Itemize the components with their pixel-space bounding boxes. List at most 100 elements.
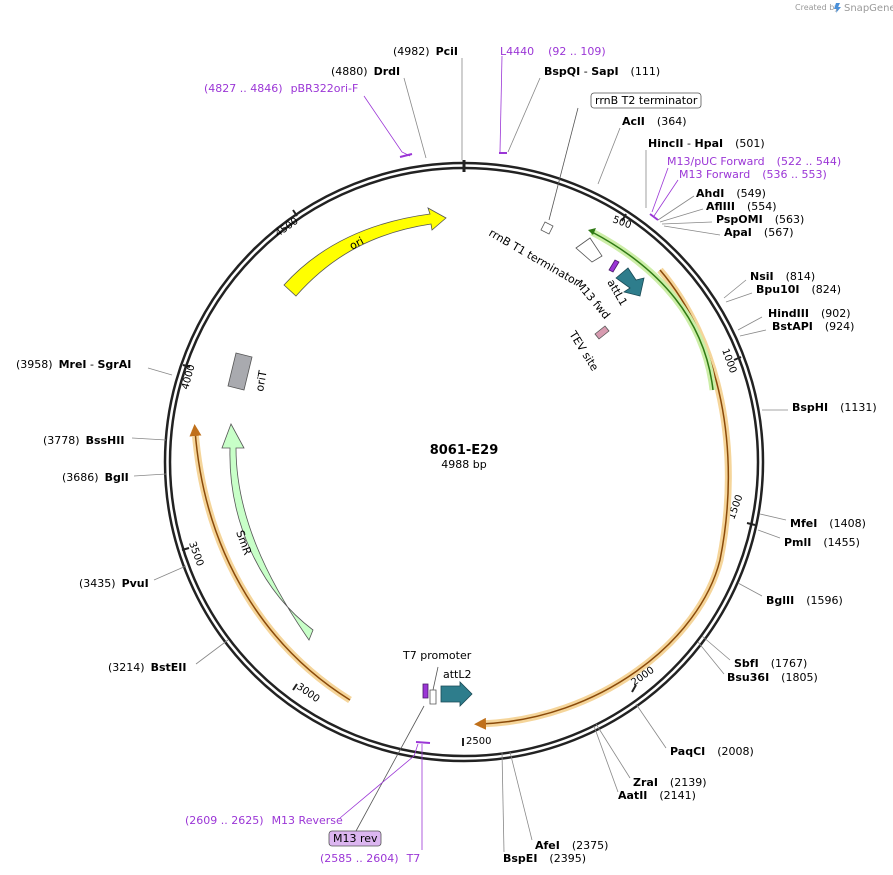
tick-label-2500: 2500: [466, 736, 491, 747]
site-mrei-sgrai[interactable]: (3958)MreI - SgrAI: [16, 358, 131, 371]
leader-paqci: [635, 703, 667, 749]
leader-afliii: [659, 208, 704, 223]
credit-brand: SnapGene: [844, 3, 893, 14]
site-apai[interactable]: ApaI(567): [724, 226, 794, 239]
tick-mark: [733, 356, 742, 361]
rrnb-t2-box: [590, 92, 702, 109]
site-mfei[interactable]: MfeI(1408): [790, 517, 866, 530]
leader-l4440: [499, 55, 503, 153]
site-bglii[interactable]: BglII(1596): [766, 594, 843, 607]
tick-mark: [181, 547, 190, 551]
green-feature-right[interactable]: [588, 228, 717, 391]
leader-bsteii: [195, 639, 229, 665]
site-pspomi[interactable]: PspOMI(563): [716, 213, 804, 226]
leader-apai: [663, 225, 721, 236]
leader-bspei: [501, 751, 505, 853]
tick-label-4500: 4500: [273, 216, 300, 240]
tick-mark: [292, 209, 298, 217]
leader-mrei: [147, 367, 173, 376]
site-bspqi-sapi[interactable]: BspQI - SapI(111): [544, 65, 660, 78]
attl2-label: attL2: [443, 668, 472, 681]
m13-rev-label: M13 rev: [333, 832, 378, 845]
plasmid-length: 4988 bp: [441, 458, 486, 471]
attl1-feature[interactable]: attL1: [604, 267, 645, 308]
rrnb-t2-label: rrnB T2 terminator: [595, 94, 698, 107]
attl2-feature[interactable]: attL2: [440, 668, 473, 707]
site-acli[interactable]: AclI(364): [622, 115, 687, 128]
primer-pbr322ori-f[interactable]: (4827 .. 4846)pBR322ori-F: [204, 82, 358, 95]
site-ahdi[interactable]: AhdI(549): [696, 187, 766, 200]
ori-feature[interactable]: ori: [283, 207, 447, 297]
t7-promoter-feature[interactable]: T7 promoter: [402, 649, 472, 705]
primer-m13-forward[interactable]: M13 Forward(536 .. 553): [679, 168, 827, 181]
orange-feature-left[interactable]: [189, 424, 352, 703]
site-bsu36i[interactable]: Bsu36I(1805): [727, 671, 818, 684]
plasmid-name: 8061-E29: [430, 443, 499, 458]
site-hindiii[interactable]: HindIII(902): [768, 307, 851, 320]
site-aatii[interactable]: AatII(2141): [618, 789, 696, 802]
site-paqci[interactable]: PaqCI(2008): [670, 745, 754, 758]
site-afliii[interactable]: AflIII(554): [706, 200, 777, 213]
rrnb-t2-feature[interactable]: [540, 107, 579, 235]
leader-ahdi: [657, 195, 695, 221]
site-bsteii[interactable]: (3214)BstEII: [108, 661, 186, 674]
ticks: [181, 209, 756, 746]
m13-rev-leader: [355, 705, 425, 832]
leader-drdi: [403, 77, 427, 159]
credit-prefix: Created by: [795, 3, 839, 12]
site-nsii[interactable]: NsiI(814): [750, 270, 815, 283]
primer-mark-rev: [415, 741, 431, 744]
leader-bspqi: [507, 77, 541, 153]
primer-m13-reverse[interactable]: (2609 .. 2625)M13 Reverse: [185, 814, 343, 827]
leader-mfei: [759, 513, 787, 521]
site-afei[interactable]: AfeI(2375): [535, 839, 608, 852]
site-bsphi[interactable]: BspHI(1131): [792, 401, 877, 414]
leader-nsii: [723, 279, 747, 299]
smr-feature[interactable]: SmR: [221, 423, 314, 641]
leader-pmli: [757, 529, 781, 539]
tev-feature[interactable]: TEV site: [566, 325, 610, 374]
leader-pspomi: [661, 221, 713, 225]
primer-leaders: [339, 55, 679, 850]
site-sbfi[interactable]: SbfI(1767): [734, 657, 807, 670]
site-bsshii[interactable]: (3778)BssHII: [43, 434, 124, 447]
primer-m13-puc-forward[interactable]: M13/pUC Forward(522 .. 544): [667, 155, 841, 168]
site-bpu10i[interactable]: Bpu10I(824): [756, 283, 841, 296]
leader-aatii: [593, 725, 619, 793]
site-bspei[interactable]: BspEI(2395): [503, 852, 586, 865]
site-hincii-hpai[interactable]: HincII - HpaI(501): [648, 137, 765, 150]
leader-m13-forward: [653, 179, 679, 217]
m13-rev-feature[interactable]: [422, 683, 429, 699]
orit-label: oriT: [253, 369, 270, 392]
tick-label-3000: 3000: [294, 681, 321, 705]
leader-m13-reverse: [339, 743, 419, 819]
site-bstapi[interactable]: BstAPI(924): [772, 320, 854, 333]
leader-m13-puc: [651, 167, 669, 213]
leader-bsshii: [131, 437, 167, 441]
site-drdi[interactable]: (4880)DrdI: [331, 65, 400, 78]
leader-bglii: [737, 582, 763, 597]
site-bgli[interactable]: (3686)BglI: [62, 471, 129, 484]
tick-mark: [292, 683, 298, 691]
site-pcii[interactable]: (4982)PciI: [393, 45, 458, 58]
site-pmli[interactable]: PmlI(1455): [784, 536, 860, 549]
tick-mark: [746, 522, 756, 526]
leader-acli: [597, 127, 621, 185]
leader-pbr322ori: [363, 95, 411, 157]
leader-bpu10i: [725, 292, 753, 303]
primer-l4440[interactable]: L4440(92 .. 109): [500, 45, 606, 58]
leader-afei: [509, 751, 533, 841]
site-leaders: [131, 58, 788, 853]
t7-promoter-label: T7 promoter: [402, 649, 472, 662]
primer-t7[interactable]: (2585 .. 2604)T7: [320, 852, 420, 865]
tick-mark: [621, 213, 627, 222]
snapgene-logo-icon: [834, 3, 841, 13]
orit-feature[interactable]: oriT: [227, 352, 270, 393]
primer-mark-m13: [649, 213, 659, 221]
rrnb-t1-label: rrnB T1 terminator: [487, 226, 583, 289]
site-zrai[interactable]: ZraI(2139): [633, 776, 707, 789]
tick-mark: [631, 684, 637, 693]
tick-label-500: 500: [611, 214, 633, 231]
site-pvui[interactable]: (3435)PvuI: [79, 577, 149, 590]
